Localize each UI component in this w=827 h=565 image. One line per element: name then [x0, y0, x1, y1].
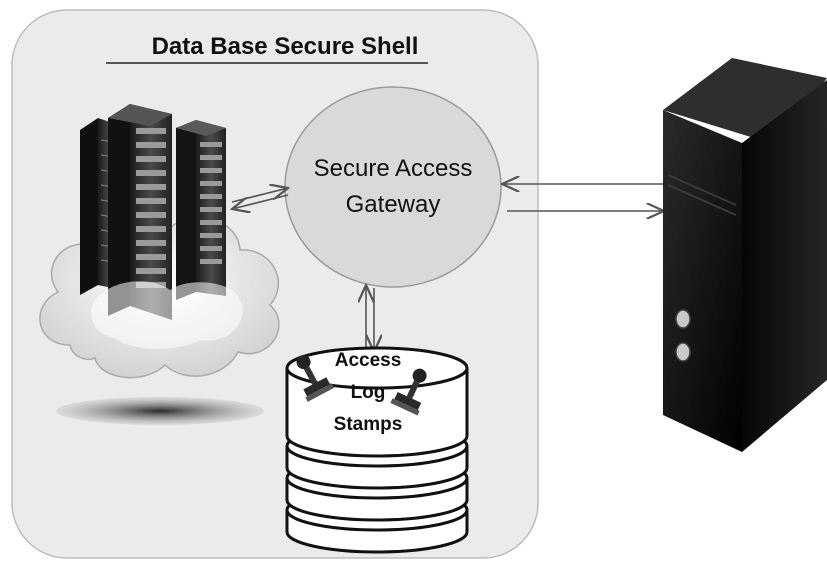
db-label-line3: Stamps [334, 414, 403, 435]
db-disk-1 [285, 368, 469, 458]
server-rack-center [108, 104, 172, 320]
server-rack-cloud-icon [39, 104, 280, 425]
secure-access-gateway [284, 86, 502, 288]
rubber-stamp-icon [296, 355, 335, 402]
db-label-line2: Log [351, 382, 386, 403]
tower-button-top [675, 309, 691, 329]
access-log-database [285, 346, 469, 554]
server-rack-right [176, 120, 226, 300]
tower-front [663, 110, 742, 452]
cloud-front-mist [91, 281, 243, 349]
server-tower-icon [663, 58, 827, 452]
arrow-gateway-to-cloud [232, 194, 289, 209]
shell-title: Data Base Secure Shell [152, 33, 419, 60]
tower-side [742, 80, 827, 452]
gateway-label-line2: Gateway [346, 191, 441, 218]
tower-button-bottom [675, 342, 691, 362]
rubber-stamp-icon [390, 368, 427, 416]
gateway-label-line1: Secure Access [314, 155, 473, 182]
db-label-line1: Access [335, 350, 402, 371]
cloud-shadow [56, 397, 264, 425]
